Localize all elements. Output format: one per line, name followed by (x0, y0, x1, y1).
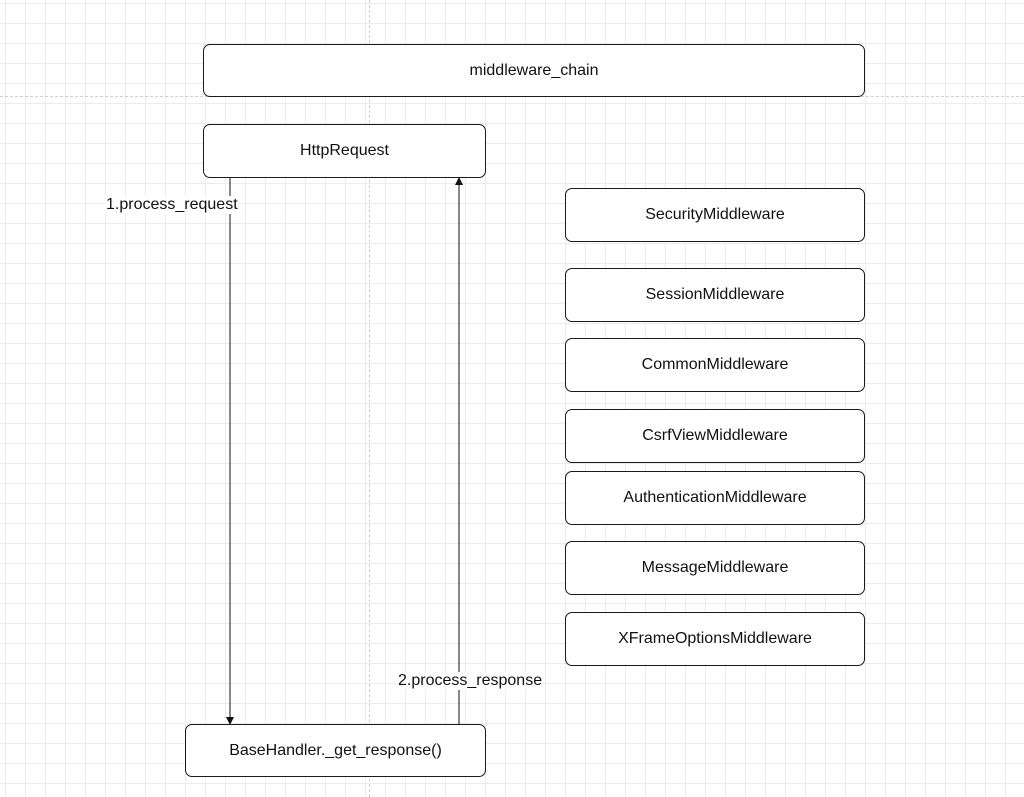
middleware-label: MessageMiddleware (641, 559, 789, 576)
middleware-chain-header: middleware_chain (203, 44, 865, 97)
middleware-label: CsrfViewMiddleware (642, 427, 788, 444)
middleware-label: SecurityMiddleware (645, 206, 785, 223)
middleware-box-message: MessageMiddleware (565, 541, 865, 595)
vertical-guide-line (369, 0, 370, 797)
middleware-box-session: SessionMiddleware (565, 268, 865, 322)
http-request-label: HttpRequest (300, 142, 389, 159)
process-request-label: 1.process_request (105, 196, 239, 214)
middleware-label: XFrameOptionsMiddleware (618, 630, 812, 647)
process-response-label: 2.process_response (397, 672, 544, 690)
middleware-box-csrf-view: CsrfViewMiddleware (565, 409, 865, 463)
http-request-node: HttpRequest (203, 124, 486, 178)
middleware-label: AuthenticationMiddleware (623, 489, 807, 506)
base-handler-node: BaseHandler._get_response() (185, 724, 486, 777)
middleware-box-common: CommonMiddleware (565, 338, 865, 392)
middleware-box-security: SecurityMiddleware (565, 188, 865, 242)
middleware-chain-label: middleware_chain (469, 61, 599, 79)
middleware-box-xframe-options: XFrameOptionsMiddleware (565, 612, 865, 666)
base-handler-label: BaseHandler._get_response() (229, 741, 442, 759)
middleware-label: SessionMiddleware (645, 286, 785, 303)
middleware-box-authentication: AuthenticationMiddleware (565, 471, 865, 525)
middleware-label: CommonMiddleware (641, 356, 789, 373)
